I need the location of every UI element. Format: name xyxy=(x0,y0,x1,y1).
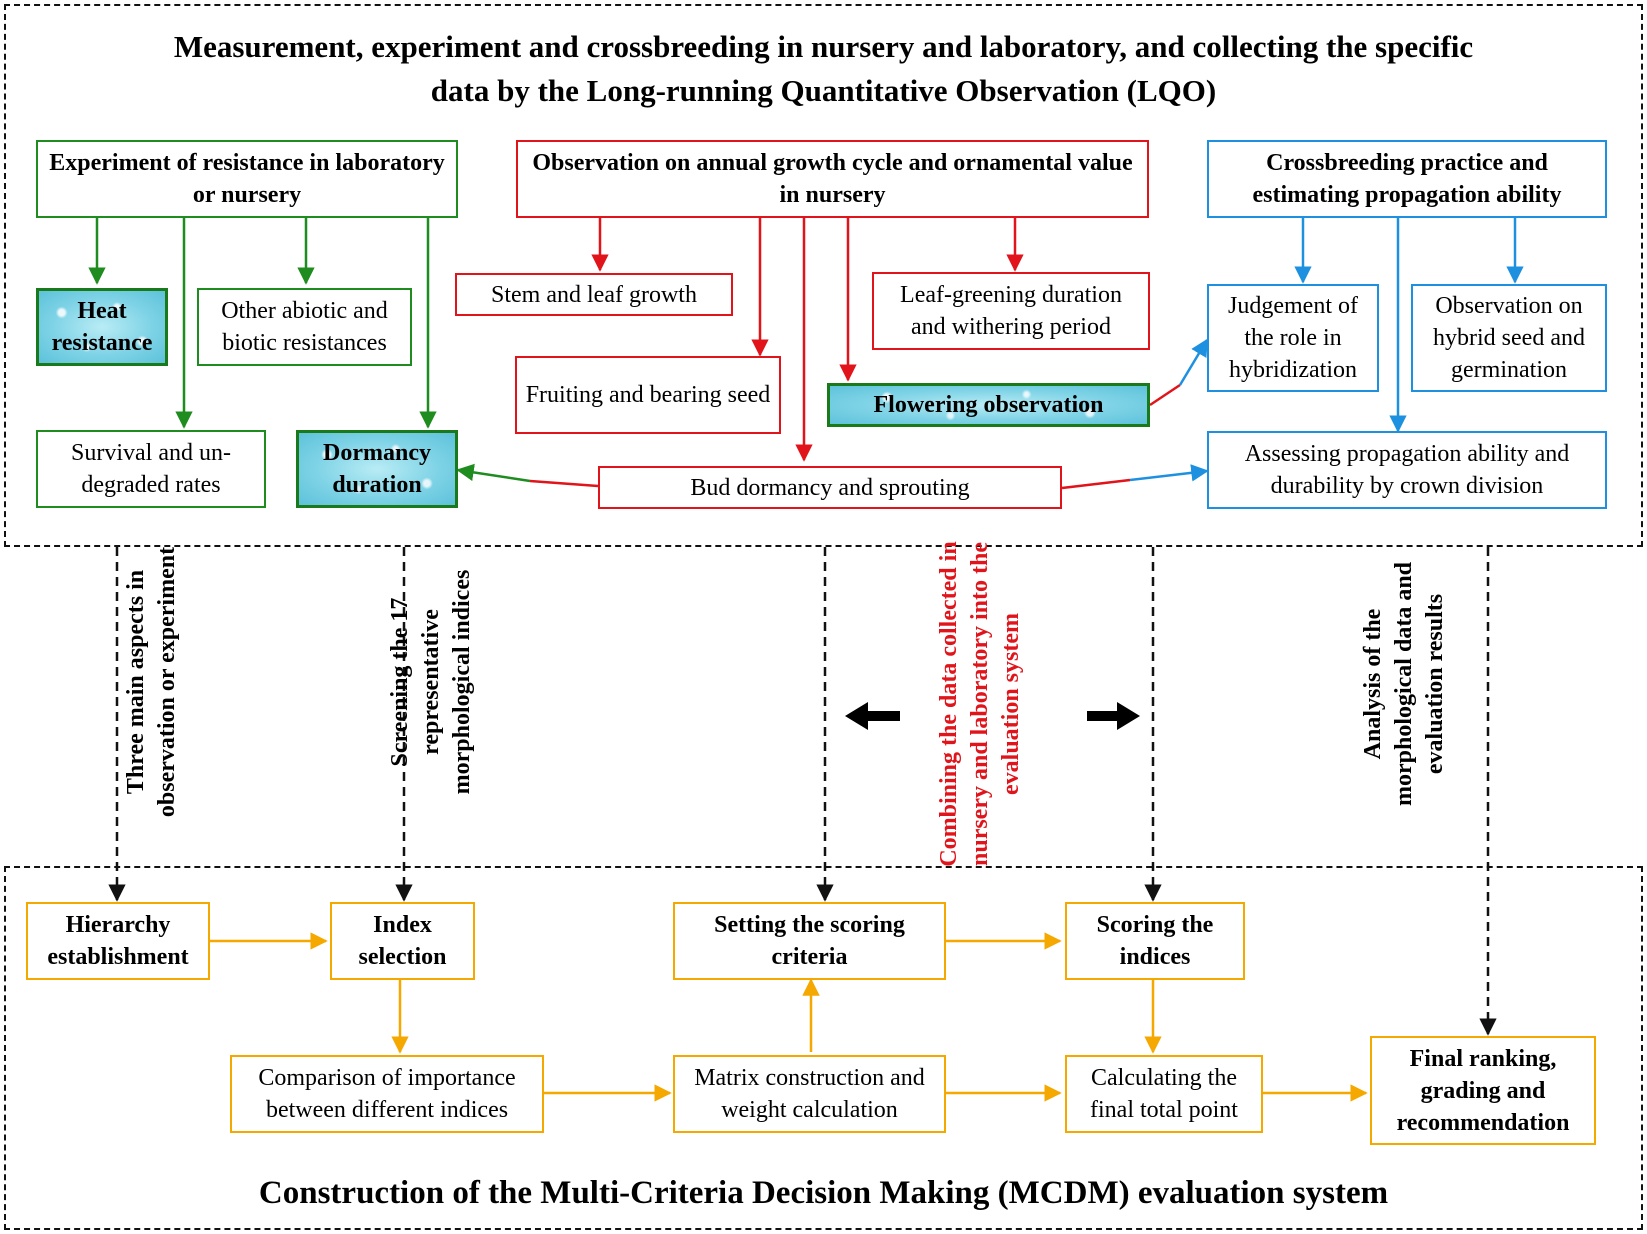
leaf-greening-box: Leaf-greening duration and withering per… xyxy=(872,272,1150,350)
bottom-section-frame xyxy=(4,866,1643,1230)
label-combining: Combining the data collected in nursery … xyxy=(936,541,1024,867)
top-section-frame xyxy=(4,4,1643,547)
hybrid-seed-box: Observation on hybrid seed and germinati… xyxy=(1411,284,1607,392)
index-selection-box: Index selection xyxy=(330,902,475,980)
top-title-line1: Measurement, experiment and crossbreedin… xyxy=(173,29,1474,64)
setting-criteria-box: Setting the scoring criteria xyxy=(673,902,946,980)
hierarchy-box: Hierarchy establishment xyxy=(26,902,210,980)
flowering-box: Flowering observation xyxy=(827,383,1150,427)
bud-dormancy-box: Bud dormancy and sprouting xyxy=(598,466,1062,509)
stem-leaf-box: Stem and leaf growth xyxy=(455,273,733,316)
comparison-box: Comparison of importance between differe… xyxy=(230,1055,544,1133)
green-header-box: Experiment of resistance in laboratory o… xyxy=(36,140,458,218)
label-aspects: Three main aspects in observation or exp… xyxy=(123,546,180,818)
dormancy-duration-box: Dormancy duration xyxy=(296,430,458,508)
label-analysis: Analysis of the morphological data and e… xyxy=(1360,561,1448,807)
right-block-arrow xyxy=(1087,702,1140,730)
fruiting-box: Fruiting and bearing seed xyxy=(515,356,781,434)
heat-resistance-box: Heat resistance xyxy=(36,288,168,366)
judgement-box: Judgement of the role in hybridization xyxy=(1207,284,1379,392)
other-resistances-box: Other abiotic and biotic resistances xyxy=(197,288,412,366)
matrix-box: Matrix construction and weight calculati… xyxy=(673,1055,946,1133)
top-title-line2: data by the Long-running Quantitative Ob… xyxy=(430,73,1217,108)
bottom-title: Construction of the Multi-Criteria Decis… xyxy=(258,1175,1389,1211)
label-screening: Screening the 17 representative morpholo… xyxy=(387,569,475,795)
red-header-box: Observation on annual growth cycle and o… xyxy=(516,140,1149,218)
final-ranking-box: Final ranking, grading and recommendatio… xyxy=(1370,1036,1596,1145)
blue-header-box: Crossbreeding practice and estimating pr… xyxy=(1207,140,1607,218)
calculating-box: Calculating the final total point xyxy=(1065,1055,1263,1133)
scoring-indices-box: Scoring the indices xyxy=(1065,902,1245,980)
left-block-arrow xyxy=(845,702,900,730)
propagation-box: Assessing propagation ability and durabi… xyxy=(1207,431,1607,509)
survival-rates-box: Survival and un-degraded rates xyxy=(36,430,266,508)
